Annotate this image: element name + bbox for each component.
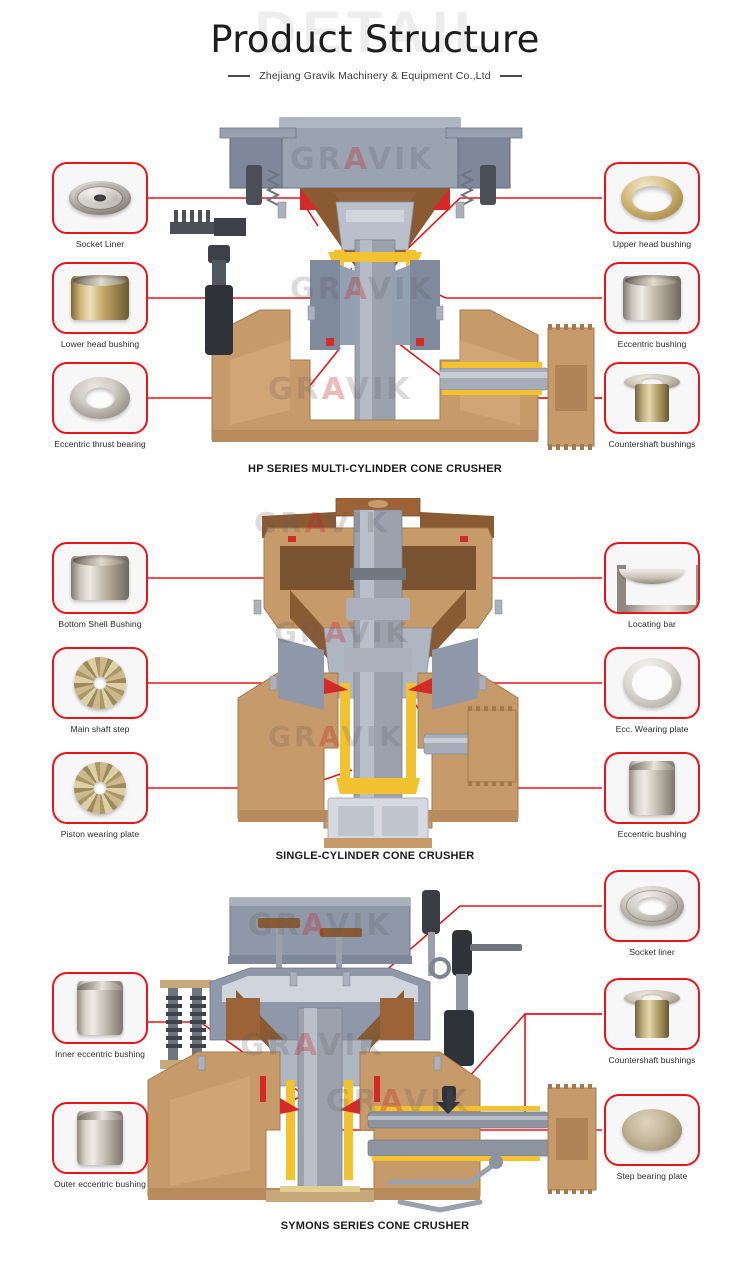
callout-label: Inner eccentric bushing: [54, 1049, 145, 1059]
callout-lower-head-bushing[interactable]: Lower head bushing: [52, 262, 148, 350]
thumbnail-main-shaft-step: [52, 647, 148, 719]
detail-watermark: DETAIL: [254, 0, 496, 65]
thumbnail-step-bearing-plate: [604, 1094, 700, 1166]
piston-wearing-plate-part-icon: [74, 762, 126, 814]
callout-ecc-wearing-plate[interactable]: Ecc. Wearing plate: [604, 647, 700, 735]
callout-main-shaft-step[interactable]: Main shaft step: [52, 647, 148, 735]
callout-label: Countershaft bushings: [608, 439, 696, 449]
eccentric-bushing-part-icon: [623, 275, 681, 320]
callout-label: Bottom Shell Bushing: [58, 619, 142, 629]
callout-socket-liner[interactable]: Socket Liner: [52, 162, 148, 250]
section-single-cylinder: GRAVIK GRAVIK GRAVIK Bottom Shell Bushin…: [0, 497, 750, 884]
callout-countershaft-bushings-3[interactable]: Countershaft bushings: [604, 978, 700, 1066]
main-shaft-step-part-icon: [74, 657, 126, 709]
section-caption: SINGLE-CYLINDER CONE CRUSHER: [275, 850, 475, 862]
callout-outer-eccentric-bushing[interactable]: Outer eccentric bushing: [52, 1102, 148, 1190]
callout-countershaft-bushings[interactable]: Countershaft bushings: [604, 362, 700, 450]
callout-eccentric-thrust-bearing[interactable]: Eccentric thrust bearing: [52, 362, 148, 450]
callout-label: Main shaft step: [70, 724, 130, 734]
company-name: Zhejiang Gravik Machinery & Equipment Co…: [259, 70, 491, 82]
thumbnail-bottom-shell-bushing: [52, 542, 148, 614]
callout-label: Socket liner: [629, 947, 675, 957]
callout-label: Locating bar: [628, 619, 676, 629]
upper-head-bushing-part-icon: [621, 176, 683, 220]
callout-socket-liner-3[interactable]: Socket liner: [604, 870, 700, 958]
section-symons-series: GRAVIK GRAVIK GRAVIK Inner eccentric bus…: [0, 870, 750, 1262]
callout-label: Upper head bushing: [612, 239, 692, 249]
socket-liner-part-icon: [620, 886, 684, 926]
symons-crusher-diagram: GRAVIK GRAVIK GRAVIK: [140, 890, 600, 1220]
outer-eccentric-bushing-part-icon: [77, 1111, 123, 1165]
section-hp-series: GRAVIK GRAVIK GRAVIK Socket Liner Lower …: [0, 108, 750, 498]
callout-label: Lower head bushing: [60, 339, 140, 349]
thumbnail-ecc-wearing-plate: [604, 647, 700, 719]
page-title: Product Structure: [210, 18, 540, 61]
company-subtitle-row: Zhejiang Gravik Machinery & Equipment Co…: [0, 70, 750, 82]
rule-left-icon: [228, 75, 251, 77]
callout-label: Piston wearing plate: [60, 829, 140, 839]
thumbnail-countershaft-bushings: [604, 362, 700, 434]
callout-label: Outer eccentric bushing: [54, 1179, 146, 1189]
thumbnail-outer-eccentric-bushing: [52, 1102, 148, 1174]
callout-label: Eccentric bushing: [617, 339, 687, 349]
rule-right-icon: [499, 75, 522, 77]
step-bearing-plate-part-icon: [622, 1109, 682, 1151]
single-cylinder-crusher-diagram: GRAVIK GRAVIK GRAVIK: [228, 497, 528, 848]
thumbnail-inner-eccentric-bushing: [52, 972, 148, 1044]
thumbnail-eccentric-thrust-bearing: [52, 362, 148, 434]
callout-inner-eccentric-bushing[interactable]: Inner eccentric bushing: [52, 972, 148, 1060]
thumbnail-lower-head-bushing: [52, 262, 148, 334]
hp-series-crusher-diagram: GRAVIK GRAVIK GRAVIK: [150, 110, 600, 460]
countershaft-bushings-part-icon: [624, 988, 680, 1040]
callout-bottom-shell-bushing[interactable]: Bottom Shell Bushing: [52, 542, 148, 630]
thumbnail-eccentric-bushing: [604, 262, 700, 334]
locating-bar-part-icon: [617, 563, 687, 593]
callout-label: Ecc. Wearing plate: [615, 724, 689, 734]
thumbnail-countershaft-bushings-3: [604, 978, 700, 1050]
callout-piston-wearing-plate[interactable]: Piston wearing plate: [52, 752, 148, 840]
callout-upper-head-bushing[interactable]: Upper head bushing: [604, 162, 700, 250]
lower-head-bushing-part-icon: [71, 275, 129, 320]
callout-eccentric-bushing[interactable]: Eccentric bushing: [604, 262, 700, 350]
countershaft-bushings-part-icon: [624, 372, 680, 424]
callout-label: Eccentric thrust bearing: [54, 439, 146, 449]
thumbnail-socket-liner-3: [604, 870, 700, 942]
socket-liner-part-icon: [69, 181, 131, 215]
bottom-shell-bushing-part-icon: [71, 555, 129, 600]
thumbnail-socket-liner: [52, 162, 148, 234]
inner-eccentric-bushing-part-icon: [77, 981, 123, 1035]
thumbnail-piston-wearing-plate: [52, 752, 148, 824]
callout-locating-bar[interactable]: Locating bar: [604, 542, 700, 630]
thumbnail-eccentric-bushing-2: [604, 752, 700, 824]
page-header: DETAIL Product Structure Zhejiang Gravik…: [0, 0, 750, 108]
eccentric-bushing-part-icon: [629, 761, 675, 815]
callout-label: Step bearing plate: [616, 1171, 688, 1181]
callout-label: Countershaft bushings: [608, 1055, 696, 1065]
callout-label: Socket Liner: [75, 239, 125, 249]
ecc-wearing-plate-part-icon: [623, 658, 681, 708]
callout-eccentric-bushing-2[interactable]: Eccentric bushing: [604, 752, 700, 840]
eccentric-thrust-bearing-part-icon: [70, 377, 130, 419]
callout-label: Eccentric bushing: [617, 829, 687, 839]
callout-step-bearing-plate[interactable]: Step bearing plate: [604, 1094, 700, 1182]
thumbnail-locating-bar: [604, 542, 700, 614]
section-caption: SYMONS SERIES CONE CRUSHER: [280, 1220, 470, 1232]
section-caption: HP SERIES MULTI-CYLINDER CONE CRUSHER: [248, 463, 502, 475]
thumbnail-upper-head-bushing: [604, 162, 700, 234]
